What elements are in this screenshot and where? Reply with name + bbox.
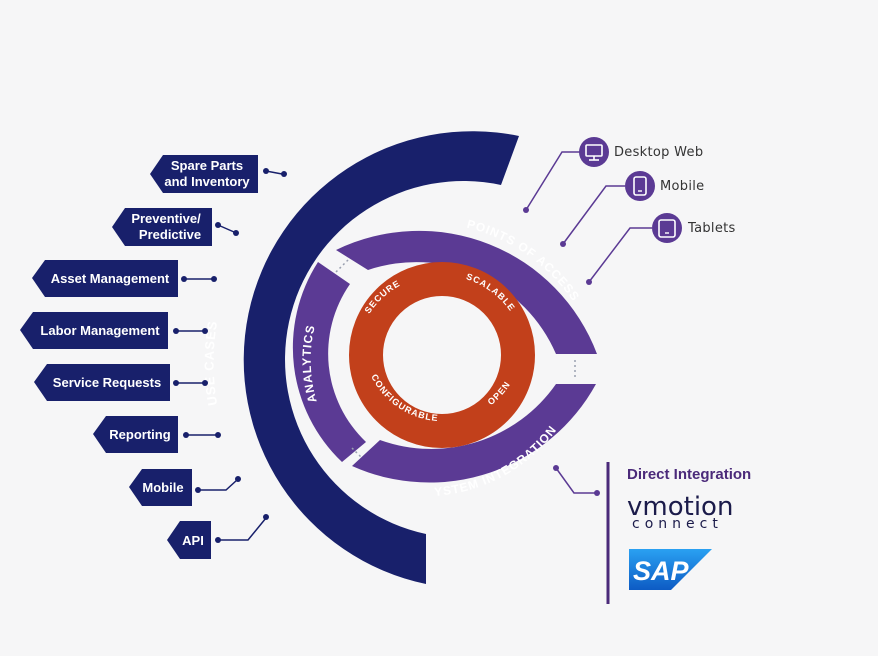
tag-label-line: Labor Management: [40, 323, 160, 338]
analytics-ring: [292, 262, 366, 462]
system-integrations-ring: [352, 384, 596, 483]
core-ring: [349, 262, 535, 448]
vmotion-sub: connect: [632, 516, 723, 532]
tag-label-line: Mobile: [142, 480, 183, 495]
use-case-tag-mobile: Mobile: [129, 469, 241, 506]
tag-label-line: Preventive/: [131, 211, 201, 226]
use-case-tag-spare-parts: Spare Parts and Inventory: [150, 155, 287, 193]
tag-label-line: Reporting: [109, 427, 170, 442]
use-case-tag-service-requests: Service Requests: [34, 364, 208, 401]
use-case-tag-labor-management: Labor Management: [20, 312, 208, 349]
sap-text: SAP: [633, 556, 690, 586]
access-label: Mobile: [660, 179, 704, 194]
integration-connector: [555, 467, 595, 494]
tag-label-line: Asset Management: [51, 271, 170, 286]
access-label: Desktop Web: [614, 145, 703, 160]
arc-connector-dots: [335, 257, 576, 459]
tablet-icon: [652, 213, 682, 243]
tag-label-line: Service Requests: [53, 375, 161, 390]
tag-label-line: Predictive: [139, 227, 201, 242]
vmotion-connect-logo: vmotion connect: [627, 492, 733, 532]
use-case-tag-preventive: Preventive/ Predictive: [112, 208, 239, 246]
smartphone-icon: [625, 171, 655, 201]
access-desktop-web: Desktop Web: [523, 137, 703, 213]
tag-label-line: and Inventory: [164, 174, 250, 189]
access-label: Tablets: [687, 221, 736, 236]
tag-label-line: API: [182, 533, 204, 548]
use-case-tag-asset-management: Asset Management: [32, 260, 217, 297]
use-case-tag-api: API: [167, 514, 269, 559]
vmotion-main: vmotion: [627, 492, 733, 522]
sap-logo: SAP: [629, 549, 712, 590]
tag-label-line: Spare Parts: [171, 158, 243, 173]
points-of-access-ring: [336, 230, 597, 354]
direct-integration-title: Direct Integration: [627, 466, 751, 483]
access-tablets: Tablets: [586, 213, 736, 285]
access-mobile: Mobile: [560, 171, 704, 247]
use-case-tag-reporting: Reporting: [93, 416, 221, 453]
use-cases-ring: [243, 131, 519, 584]
desktop-icon: [579, 137, 609, 167]
